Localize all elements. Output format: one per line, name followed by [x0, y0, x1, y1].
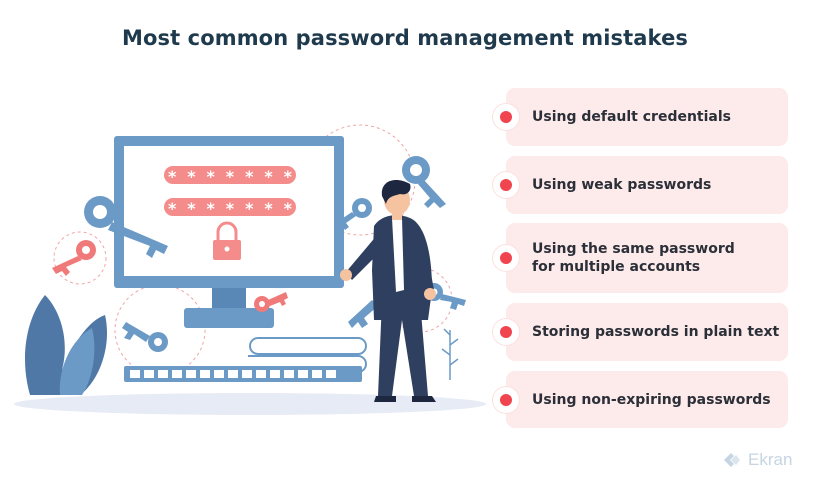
mistake-label: Using the same password for multiple acc…	[532, 241, 735, 275]
key-icon	[334, 198, 372, 230]
keyboard-keys	[130, 370, 336, 378]
bullet-icon	[493, 319, 519, 345]
monitor-base	[184, 308, 274, 328]
mistake-item: Storing passwords in plain text	[493, 303, 788, 361]
mistake-item: Using weak passwords	[493, 156, 788, 214]
password-mask: * * * * * * *	[167, 167, 292, 186]
padlock-icon	[213, 221, 241, 260]
ekran-logo-icon	[724, 453, 740, 467]
password-field	[164, 198, 296, 216]
plant-icon	[441, 328, 459, 366]
monitor-stand	[212, 288, 246, 310]
bullet-icon	[493, 245, 519, 271]
brand-logo: Ekran	[722, 450, 792, 470]
plant-icon	[59, 328, 95, 395]
page-title: Most common password management mistakes	[121, 26, 689, 50]
key-icon	[84, 196, 168, 258]
bullet-icon	[493, 172, 519, 198]
mistake-item: Using default credentials	[493, 88, 788, 146]
dashed-circle	[53, 231, 107, 285]
password-mask: * * * * * * *	[167, 199, 292, 218]
cable	[248, 355, 367, 373]
key-icon	[402, 156, 446, 208]
cable	[249, 337, 367, 355]
mistake-label: Using non-expiring passwords	[532, 391, 771, 408]
mistake-label: Using default credentials	[532, 109, 732, 125]
mistake-item: Using non-expiring passwords	[493, 371, 788, 428]
key-icon	[348, 300, 378, 328]
floor-shadow	[14, 393, 486, 415]
mistake-label: Using weak passwords	[532, 177, 712, 193]
bullet-icon	[493, 104, 519, 130]
key-icon	[52, 240, 96, 276]
key-icon	[254, 292, 288, 312]
key-icon	[122, 322, 168, 352]
mistake-item: Using the same password for multiple acc…	[493, 223, 788, 293]
password-field	[164, 166, 296, 184]
brand-name: Ekran	[748, 450, 793, 469]
mistake-label: Storing passwords in plain text	[532, 324, 780, 340]
bullet-icon	[493, 386, 519, 413]
person-illustration	[340, 180, 436, 402]
